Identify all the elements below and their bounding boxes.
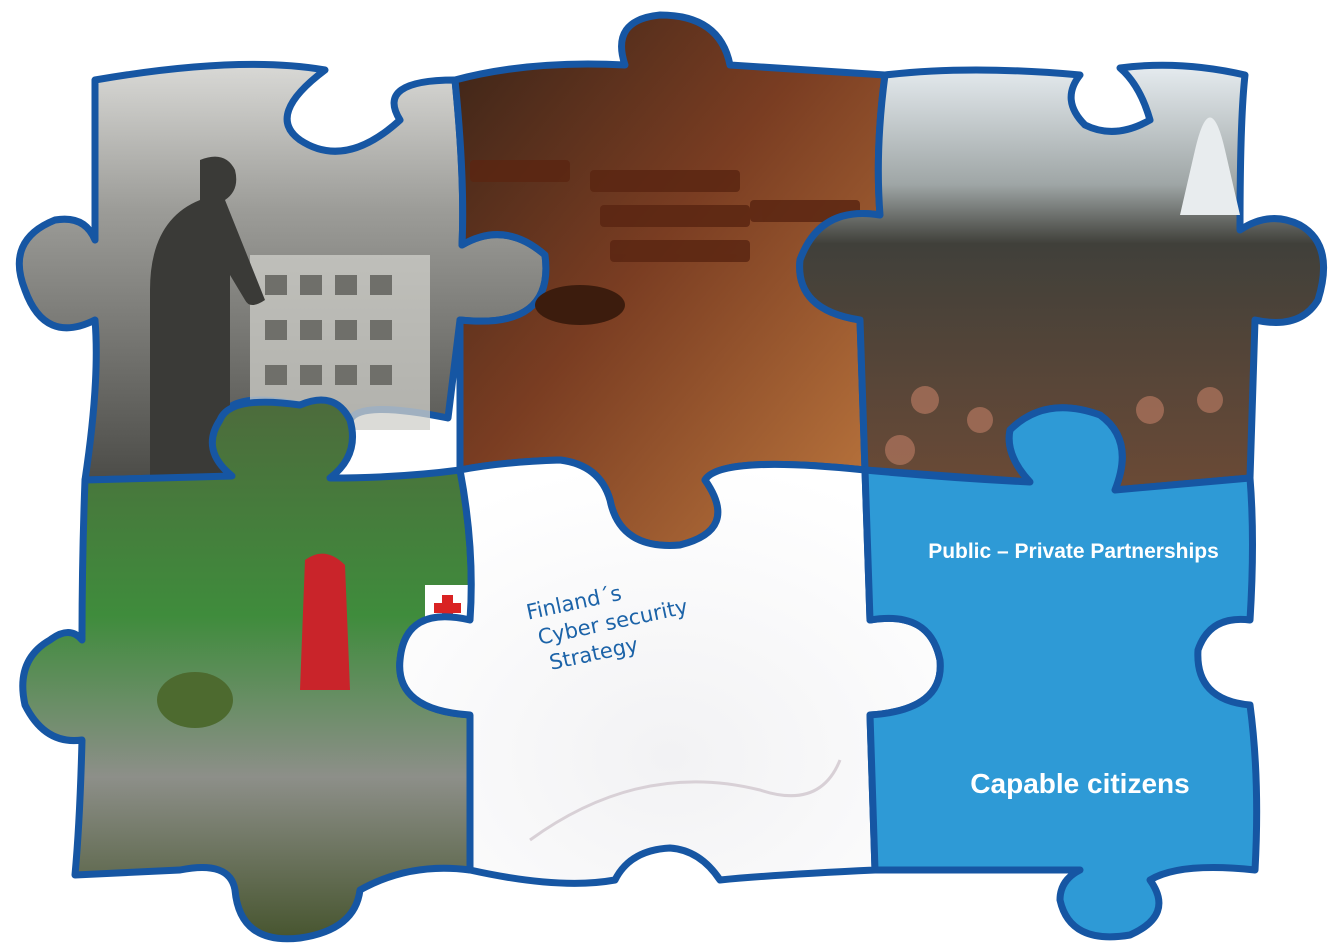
piece-citizens <box>861 404 1261 941</box>
piece-parliament-photo <box>451 11 889 549</box>
building-windows <box>265 275 392 385</box>
faint-watermark-swirl <box>529 759 842 842</box>
piece-reconstruction-photo <box>15 60 550 484</box>
red-cross-icon <box>434 595 461 621</box>
speaker-podium <box>535 285 625 325</box>
volunteer-figure <box>300 553 350 690</box>
piece-shape <box>861 404 1261 941</box>
cathedral-dome <box>1180 117 1240 215</box>
citizens-label: Capable citizens <box>970 768 1190 799</box>
worker-figure <box>150 156 265 480</box>
parliament-desks <box>470 160 860 262</box>
soldier-helmet <box>157 672 233 728</box>
partnership-label: Public – Private Partnerships <box>928 540 1219 563</box>
